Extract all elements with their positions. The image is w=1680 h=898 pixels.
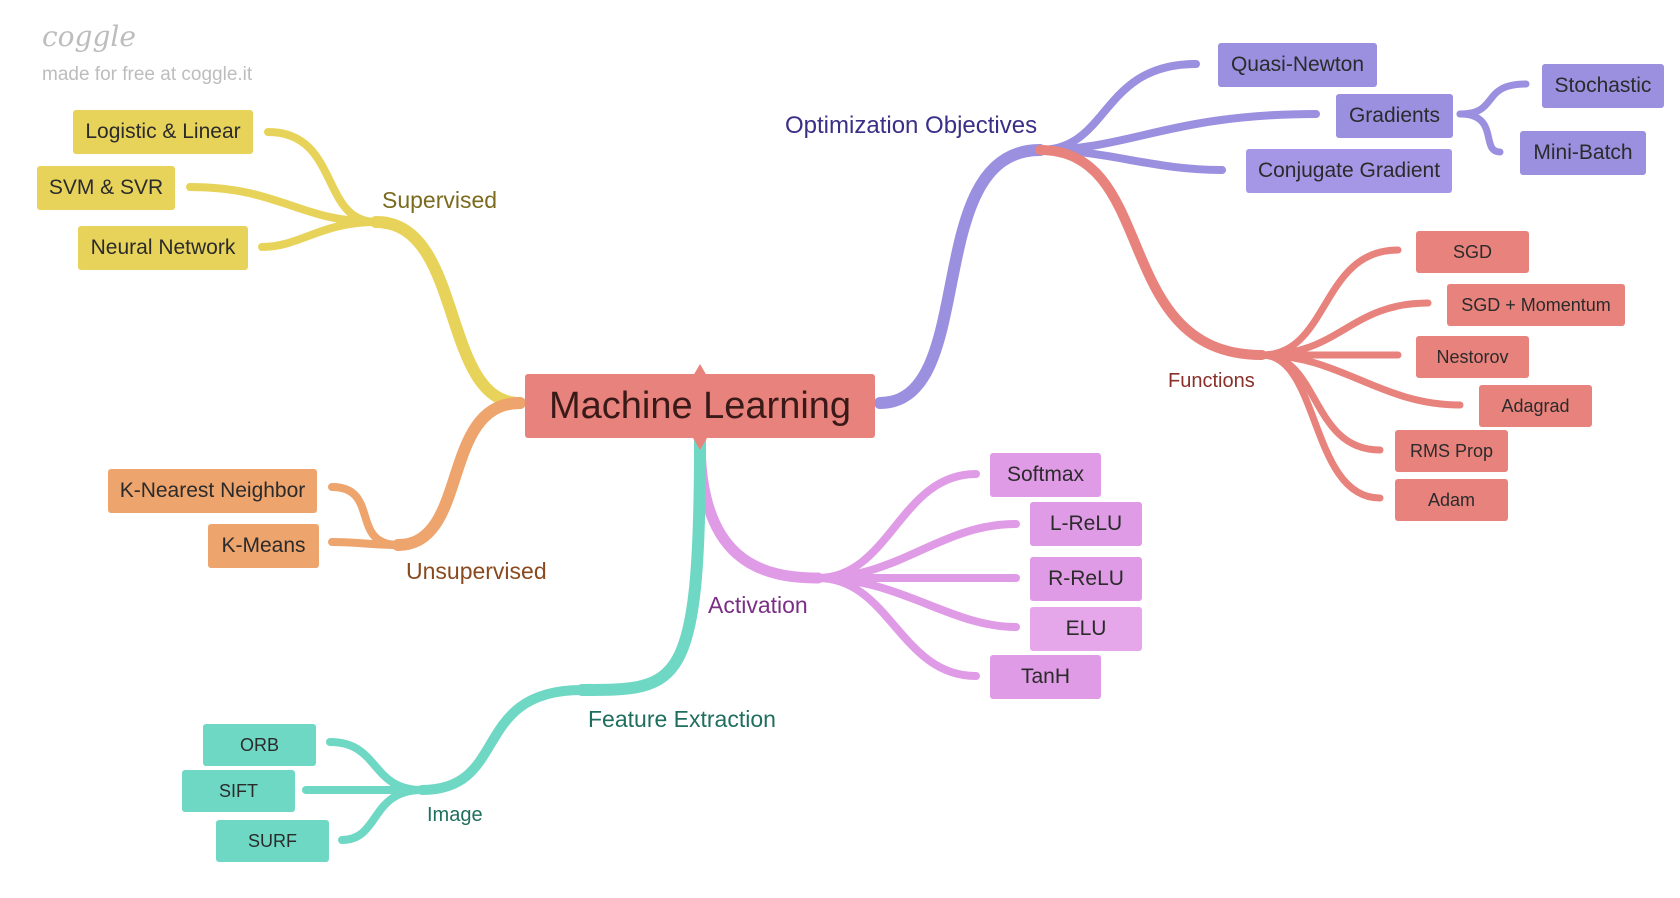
node-adam[interactable]: Adam [1395, 479, 1508, 521]
label-activation[interactable]: Activation [708, 592, 808, 618]
branch-image-surf [338, 786, 426, 844]
branch-supervised-nn [258, 218, 380, 251]
node-adagrad[interactable]: Adagrad [1479, 385, 1592, 427]
branch-root-optimization [874, 144, 1046, 409]
node-sgd-momentum[interactable]: SGD + Momentum [1447, 284, 1625, 326]
node-conjugate-gradient[interactable]: Conjugate Gradient [1246, 149, 1452, 193]
node-r-relu[interactable]: R-ReLU [1030, 557, 1142, 601]
node-kmeans[interactable]: K-Means [208, 524, 319, 568]
branch-unsupervised-knn [328, 483, 402, 549]
label-optimization[interactable]: Optimization Objectives [785, 112, 1038, 139]
branch-root-unsupervised [392, 397, 526, 551]
coggle-logo: coggle [42, 20, 136, 53]
root-bottom-notch [693, 438, 707, 450]
node-gradients[interactable]: Gradients [1336, 94, 1453, 138]
branch-activation-tanh [814, 574, 980, 680]
root-top-notch [693, 364, 707, 376]
node-neural-network[interactable]: Neural Network [78, 226, 248, 270]
node-surf[interactable]: SURF [216, 820, 329, 862]
label-unsupervised[interactable]: Unsupervised [406, 558, 547, 584]
node-svm-svr[interactable]: SVM & SVR [37, 166, 175, 210]
label-supervised[interactable]: Supervised [382, 187, 498, 213]
branch-root-feature [576, 434, 706, 696]
branch-supervised-svm [186, 183, 380, 226]
node-knn[interactable]: K-Nearest Neighbor [108, 469, 317, 513]
node-quasi-newton[interactable]: Quasi-Newton [1218, 43, 1377, 87]
branch-gradients-stochastic [1456, 80, 1530, 118]
branch-unsupervised-kmeans [328, 538, 402, 549]
branch-supervised-logistic [264, 128, 380, 226]
node-orb[interactable]: ORB [203, 724, 316, 766]
node-l-relu[interactable]: L-ReLU [1030, 502, 1142, 546]
node-stochastic[interactable]: Stochastic [1542, 64, 1664, 108]
node-sift[interactable]: SIFT [182, 770, 295, 812]
node-mini-batch[interactable]: Mini-Batch [1520, 131, 1646, 175]
branch-image-orb [326, 738, 426, 794]
node-tanh[interactable]: TanH [990, 655, 1101, 699]
node-elu[interactable]: ELU [1030, 607, 1142, 651]
label-functions[interactable]: Functions [1168, 370, 1255, 392]
node-rms-prop[interactable]: RMS Prop [1395, 430, 1508, 472]
label-feature-extraction[interactable]: Feature Extraction [588, 706, 776, 732]
coggle-tagline: made for free at coggle.it [42, 64, 253, 85]
node-softmax[interactable]: Softmax [990, 453, 1101, 497]
node-nestorov[interactable]: Nestorov [1416, 336, 1529, 378]
root-node[interactable]: Machine Learning [525, 374, 875, 438]
branch-functions-adagrad [1258, 351, 1464, 409]
node-logistic-linear[interactable]: Logistic & Linear [73, 110, 253, 154]
node-sgd[interactable]: SGD [1416, 231, 1529, 273]
branch-optimization-functions [1035, 145, 1267, 360]
branch-root-activation [694, 434, 824, 584]
branch-gradients-minibatch [1456, 110, 1504, 156]
branch-feature-image [417, 685, 587, 795]
label-image[interactable]: Image [427, 804, 483, 826]
branch-root-supervised [370, 216, 526, 409]
branch-functions-adam [1258, 351, 1384, 502]
